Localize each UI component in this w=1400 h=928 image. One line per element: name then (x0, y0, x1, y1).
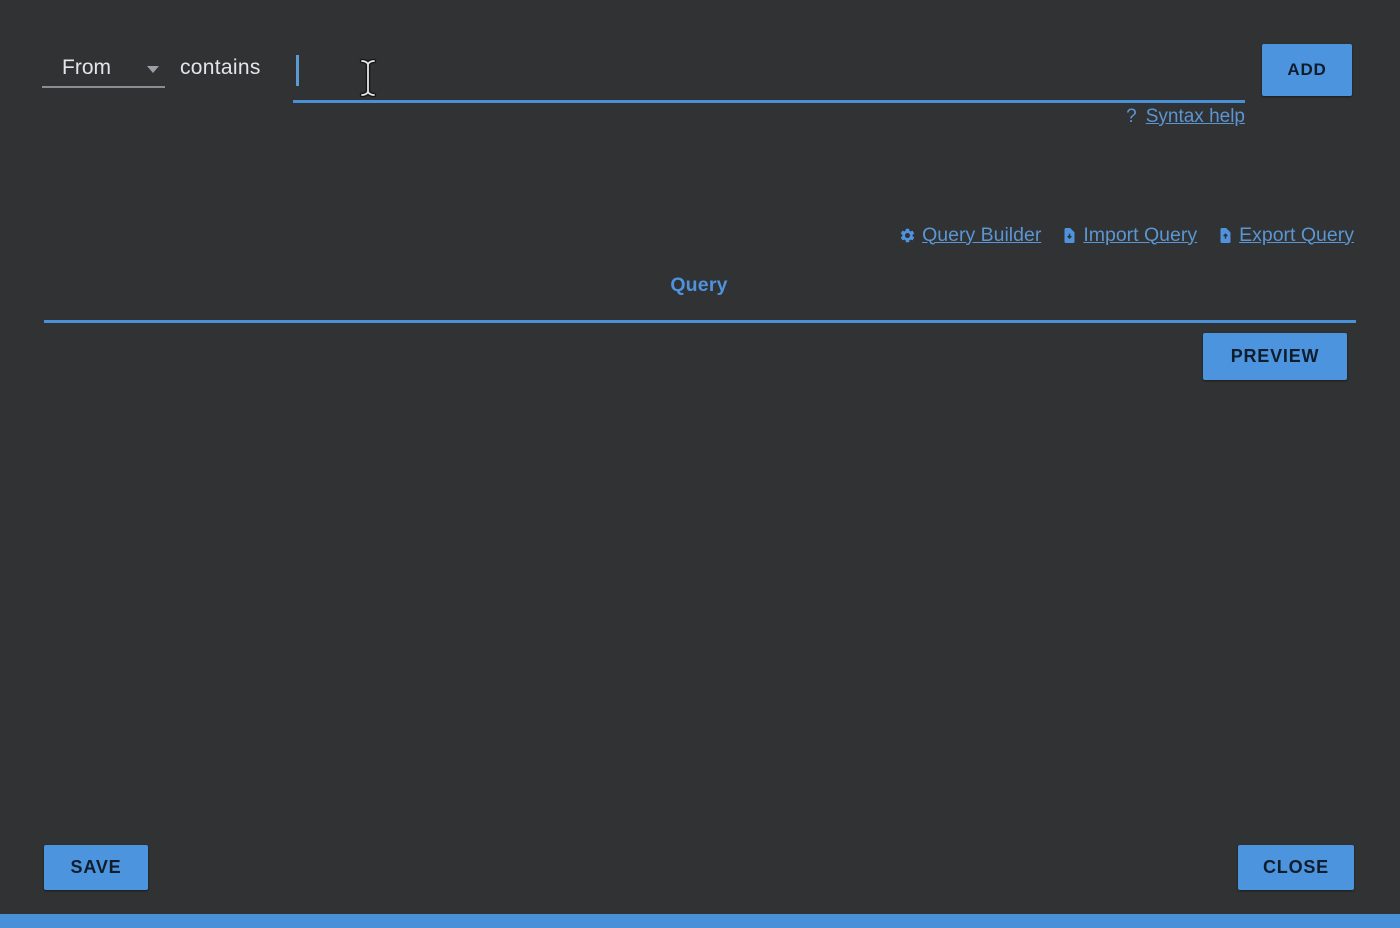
question-mark-icon: ? (1126, 106, 1137, 127)
query-toolbar: Query Builder Import Query Export Query (899, 221, 1354, 249)
export-query-label: Export Query (1239, 223, 1354, 246)
query-builder-label: Query Builder (922, 223, 1042, 246)
text-caret (296, 55, 299, 86)
add-button[interactable]: ADD (1262, 44, 1352, 96)
syntax-help-link[interactable]: Syntax help (1145, 106, 1245, 127)
field-selector-value: From (62, 56, 111, 79)
bottom-accent-bar (0, 914, 1400, 928)
file-export-icon (1220, 227, 1231, 243)
import-query-link[interactable]: Import Query (1062, 224, 1197, 247)
query-builder-link[interactable]: Query Builder (899, 224, 1041, 247)
import-query-label: Import Query (1083, 223, 1198, 246)
save-button[interactable]: SAVE (44, 845, 148, 890)
preview-button[interactable]: PREVIEW (1203, 333, 1347, 380)
gear-icon (900, 228, 915, 242)
export-query-link[interactable]: Export Query (1218, 224, 1354, 247)
field-selector[interactable]: From (42, 50, 165, 88)
chevron-down-icon (147, 66, 159, 73)
syntax-help: ? Syntax help (293, 104, 1245, 130)
query-divider (44, 320, 1356, 323)
operator-label: contains (180, 56, 261, 79)
filter-value-input[interactable] (293, 48, 1245, 103)
file-import-icon (1064, 227, 1075, 243)
close-button[interactable]: CLOSE (1238, 845, 1354, 890)
query-section-title: Query (670, 274, 728, 296)
